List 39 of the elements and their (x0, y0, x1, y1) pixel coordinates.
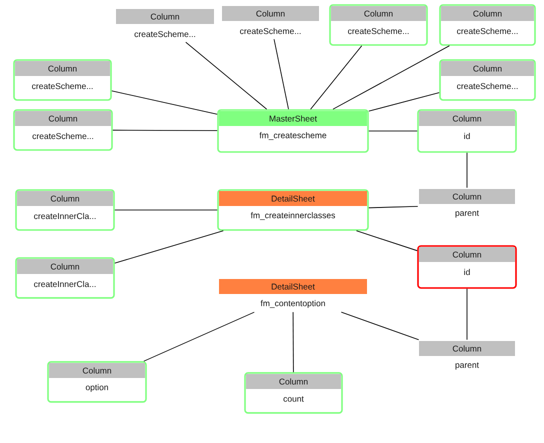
table-box: Column createScheme... (13, 109, 113, 151)
connector-line (185, 42, 268, 110)
table-box: Column createScheme... (439, 4, 536, 46)
connector-line (340, 312, 420, 340)
connector-line (143, 312, 255, 362)
table-box: MasterSheet fm_createscheme (217, 109, 369, 153)
connector-line (368, 130, 418, 132)
connector-line (112, 130, 218, 132)
table-box: Column createScheme... (222, 6, 319, 34)
table-box: Column createInnerCla... (15, 189, 115, 231)
table-box: DetailSheet fm_createinnerclasses (217, 189, 369, 231)
connector-line (310, 45, 362, 110)
table-box: Column createScheme... (329, 4, 428, 46)
connector-line (292, 312, 294, 373)
node-label: parent (456, 362, 479, 370)
table-box: Column count (244, 372, 343, 414)
table-box: Column parent (419, 340, 515, 370)
table-box: Column createScheme... (439, 59, 536, 101)
connector-line (466, 152, 468, 188)
node-label: createScheme... (240, 28, 301, 34)
connector-line (332, 45, 450, 110)
table-box: DetailSheet fm_contentoption (219, 278, 367, 308)
table-box: Column option (47, 361, 147, 403)
node-label: createScheme... (134, 30, 196, 38)
table-box: Column createScheme... (116, 9, 214, 38)
connector-line (111, 90, 218, 115)
table-box: Column id (417, 245, 517, 289)
table-box: Column createInnerCla... (15, 257, 115, 299)
table-box: Column parent (419, 188, 515, 218)
connector-line (114, 230, 224, 264)
connector-line (368, 92, 440, 112)
table-box: Column id (417, 109, 517, 153)
node-label: fm_contentoption (260, 300, 325, 308)
connector-line (274, 38, 289, 110)
node-label: parent (456, 210, 479, 218)
table-box: Column createScheme... (13, 59, 112, 101)
connector-line (466, 288, 468, 340)
connector-line (356, 230, 418, 252)
connector-line (368, 206, 418, 208)
